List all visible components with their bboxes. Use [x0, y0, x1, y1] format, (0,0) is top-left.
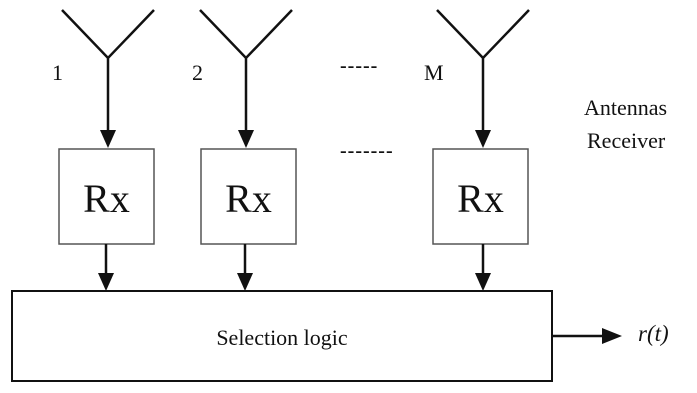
- antenna-ellipsis: -----: [340, 55, 378, 77]
- receiver-outputs: [98, 244, 491, 291]
- antenna-m-arrow: [475, 130, 491, 148]
- receiver-2-label: Rx: [225, 176, 272, 221]
- receiver-ellipsis: -------: [340, 140, 394, 162]
- antenna-m-symbol: [436, 9, 530, 133]
- receiver-m-label: Rx: [457, 176, 504, 221]
- receiver-1-box: [58, 148, 155, 245]
- receiver-m-box: [432, 148, 529, 245]
- antenna-1-symbol: [61, 9, 155, 133]
- antenna-2-symbol: [199, 9, 293, 133]
- receiver-2: Rx: [200, 148, 297, 245]
- selection-logic-label: Selection logic: [216, 325, 348, 350]
- output-label: r(t): [638, 321, 669, 346]
- output-arrowhead: [602, 328, 622, 344]
- receiver-side-label: Receiver: [587, 128, 666, 153]
- antenna-2-arrow: [238, 130, 254, 148]
- antenna-1-label: 1: [52, 60, 63, 85]
- antennas-side-label: Antennas: [584, 95, 667, 120]
- receiver-2-box: [200, 148, 297, 245]
- receiver-m-output-arrow: [475, 273, 491, 291]
- receiver-2-output-arrow: [237, 273, 253, 291]
- antenna-1-arrow: [100, 130, 116, 148]
- output: r(t): [552, 321, 669, 346]
- selection-logic-box: [11, 290, 553, 382]
- antenna-1: 1: [52, 9, 155, 148]
- selection-logic: Selection logic: [11, 290, 553, 382]
- receiver-1-label: Rx: [83, 176, 130, 221]
- antenna-m: M: [424, 9, 530, 148]
- receiver-1-output-arrow: [98, 273, 114, 291]
- antenna-m-label: M: [424, 60, 444, 85]
- receiver-1: Rx: [58, 148, 155, 245]
- antenna-2-label: 2: [192, 60, 203, 85]
- receiver-m: Rx: [432, 148, 529, 245]
- antenna-2: 2: [192, 9, 293, 148]
